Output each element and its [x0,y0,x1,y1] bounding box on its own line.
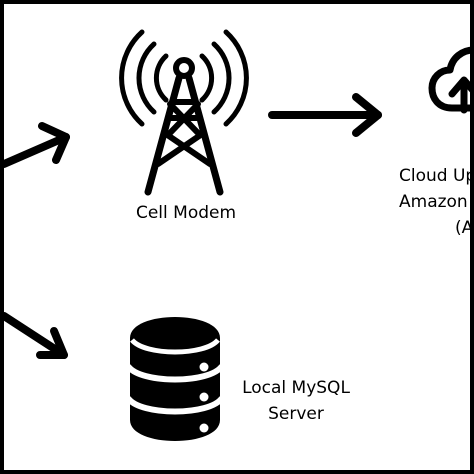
cell-tower-icon [119,29,249,196]
database-icon [125,317,225,441]
local-mysql-label-line-1: Local MySQL [242,378,350,398]
arrow-left-to-local-mysql [0,312,68,359]
cloud-label-line-2: Amazon V [399,192,474,212]
cloud-label-line-1: Cloud Up [399,166,474,186]
cloud-label-line-3: (A [455,218,474,238]
arrow-cell-modem-to-cloud [268,93,382,137]
diagram-panel [4,4,470,470]
local-mysql-label-line-2: Server [268,404,324,424]
arrow-left-to-cell-modem [0,122,70,168]
cloud-upload-icon [428,46,474,114]
cell-modem-label: Cell Modem [135,203,237,223]
